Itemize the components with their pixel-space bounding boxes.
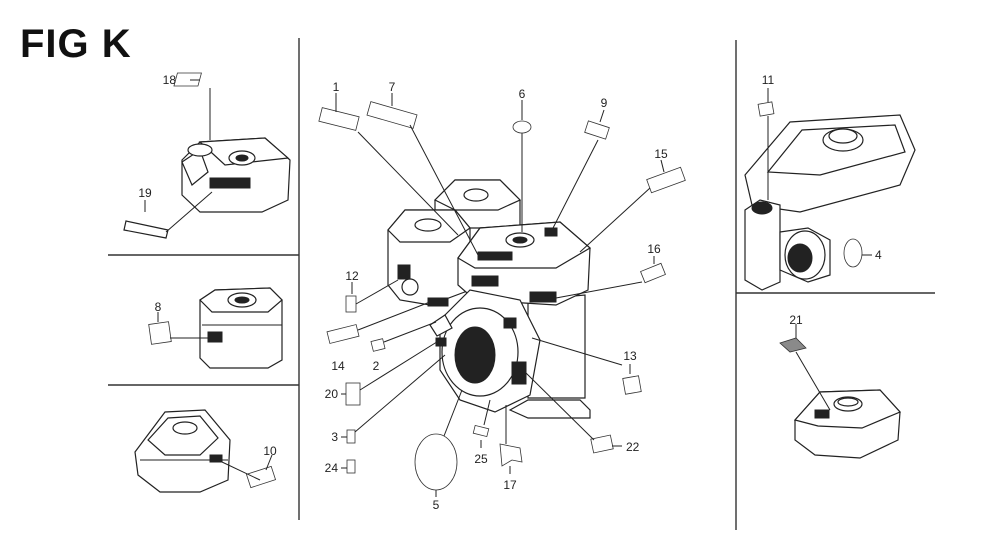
callout-20: 20 — [325, 387, 339, 401]
panel-dividers — [108, 38, 935, 530]
callout-12: 12 — [345, 269, 359, 283]
callout-5: 5 — [433, 498, 440, 512]
callout-18: 18 — [163, 73, 177, 87]
callout-13: 13 — [623, 349, 637, 363]
label-part-8[interactable] — [148, 321, 172, 345]
label-part-2[interactable] — [370, 338, 386, 352]
callout-24: 24 — [325, 461, 339, 475]
label-part-21[interactable] — [779, 337, 807, 353]
label-part-22[interactable] — [590, 434, 614, 454]
label-part-25[interactable] — [472, 424, 490, 438]
label-part-12[interactable] — [345, 295, 357, 313]
fuel-tank-view-b — [744, 88, 916, 291]
callout-16: 16 — [647, 242, 661, 256]
engine-assembly — [387, 179, 592, 419]
air-cleaner-view — [148, 287, 283, 369]
callout-3: 3 — [331, 430, 338, 444]
callout-19: 19 — [138, 186, 152, 200]
callout-4: 4 — [875, 248, 882, 262]
label-part-24[interactable] — [346, 459, 356, 474]
callout-1: 1 — [333, 80, 340, 94]
label-part-10[interactable] — [245, 465, 277, 489]
label-part-19[interactable] — [123, 220, 169, 239]
label-part-16[interactable] — [640, 262, 666, 284]
center-parts — [318, 93, 686, 497]
label-part-7[interactable] — [366, 101, 418, 129]
shroud-view — [134, 409, 277, 493]
callout-25: 25 — [474, 452, 488, 466]
label-part-6[interactable] — [512, 120, 532, 134]
label-part-1[interactable] — [318, 107, 360, 131]
label-part-17[interactable] — [499, 443, 523, 467]
label-part-15[interactable] — [646, 166, 686, 194]
fuel-tank-view-c — [779, 324, 902, 459]
callout-10: 10 — [263, 444, 277, 458]
callout-2: 2 — [373, 359, 380, 373]
callout-7: 7 — [389, 80, 396, 94]
callout-15: 15 — [654, 147, 668, 161]
callout-22: 22 — [626, 440, 640, 454]
label-part-20[interactable] — [345, 382, 361, 406]
label-part-3[interactable] — [346, 429, 356, 444]
figure-title: FIG K — [20, 22, 132, 66]
callout-21: 21 — [789, 313, 803, 327]
callout-6: 6 — [519, 87, 526, 101]
callout-8: 8 — [155, 300, 162, 314]
callout-14: 14 — [331, 359, 345, 373]
callout-17: 17 — [503, 478, 517, 492]
fuel-tank-view-a — [123, 72, 291, 239]
label-part-9[interactable] — [584, 120, 610, 140]
label-part-11[interactable] — [757, 101, 775, 117]
callout-11: 11 — [762, 73, 775, 87]
label-part-4[interactable] — [843, 238, 863, 268]
label-part-5[interactable] — [414, 433, 458, 491]
label-part-14[interactable] — [326, 324, 360, 344]
callout-9: 9 — [601, 96, 608, 110]
tank-label-dark — [209, 177, 251, 189]
label-part-13[interactable] — [622, 375, 642, 395]
